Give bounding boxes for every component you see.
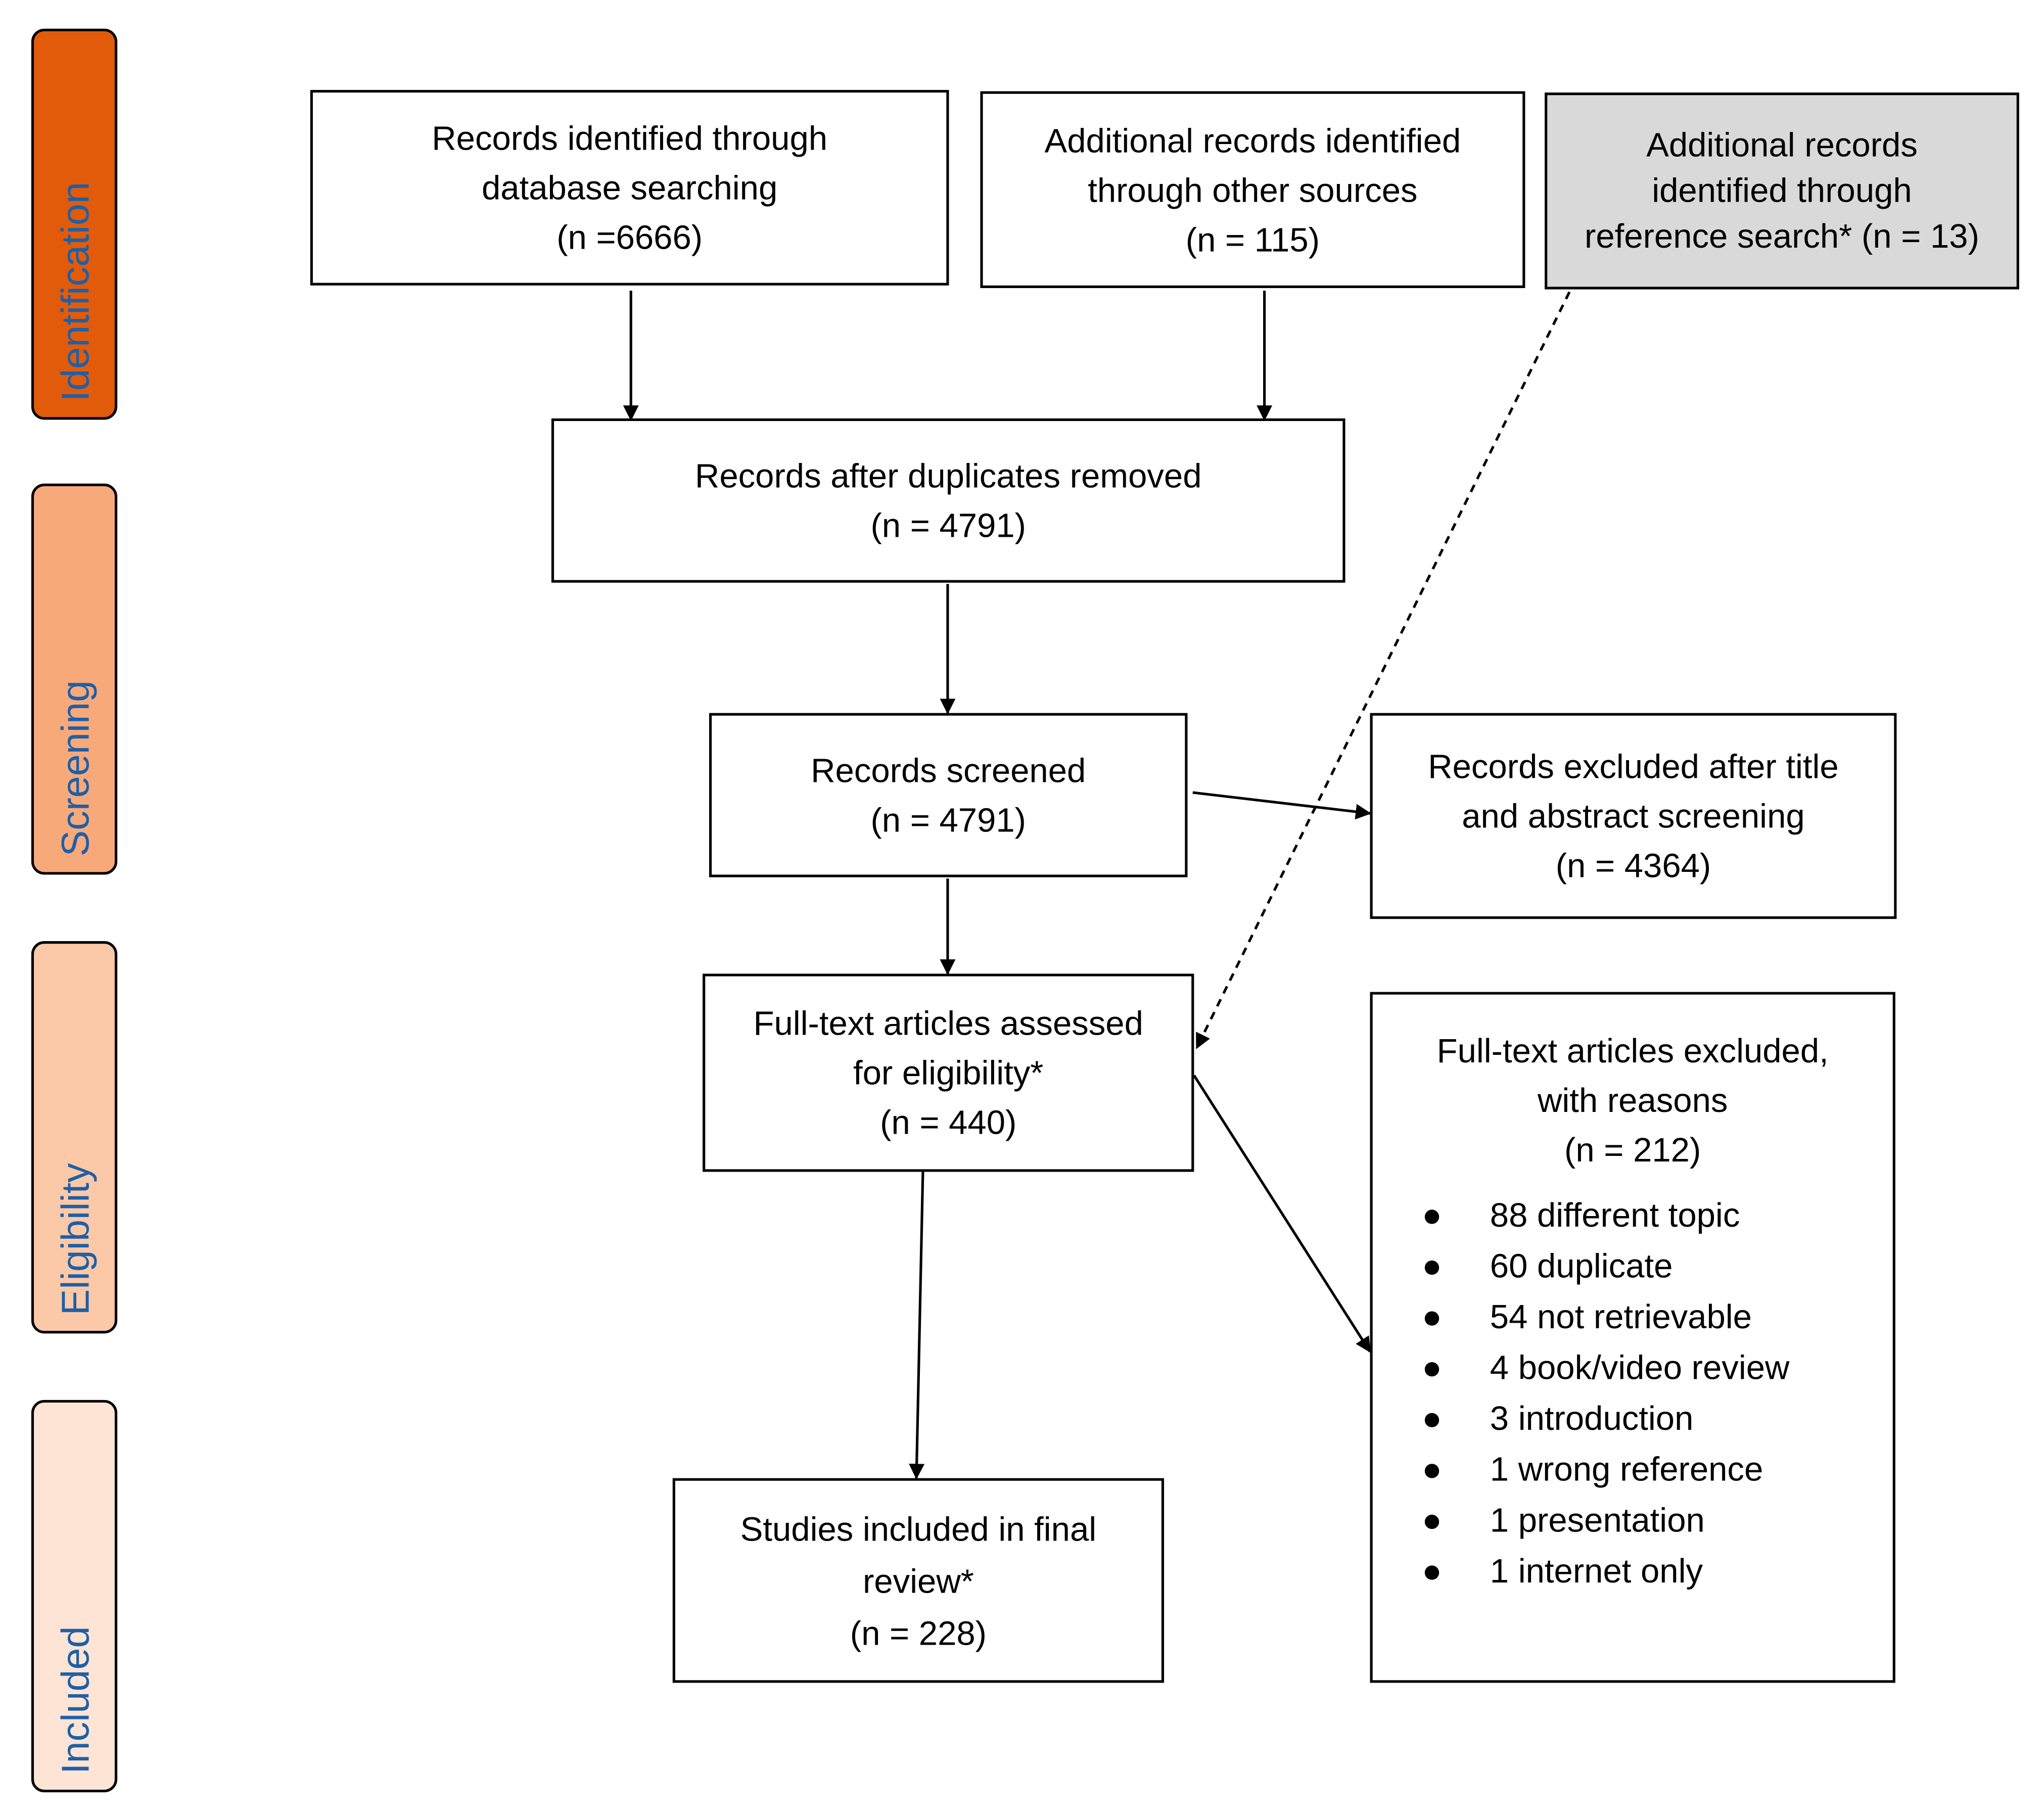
reason-text: 54 not retrievable	[1490, 1297, 1752, 1336]
list-item: 4 book/video review	[1373, 1342, 1893, 1393]
bullet-icon	[1424, 1362, 1439, 1377]
box-database-records: Records identified through database sear…	[310, 89, 949, 286]
box-reference-line2: identified through	[1652, 170, 1912, 210]
box-other-line1: Additional records identified	[1044, 120, 1461, 160]
box-studies-included: Studies included in final review* (n = 2…	[672, 1478, 1165, 1683]
box-duplicates-count: (n = 4791)	[870, 505, 1026, 545]
box-other-sources: Additional records identified through ot…	[980, 91, 1525, 288]
phase-bar-included: Included	[31, 1400, 118, 1793]
box-excluded-line2: and abstract screening	[1462, 796, 1805, 836]
list-item: 54 not retrievable	[1373, 1292, 1893, 1343]
box-database-line2: database searching	[481, 168, 778, 208]
bullet-icon	[1424, 1260, 1439, 1275]
reason-text: 4 book/video review	[1490, 1347, 1790, 1387]
list-item: 1 wrong reference	[1373, 1445, 1893, 1496]
box-included-count: (n = 228)	[850, 1613, 987, 1652]
phase-bar-eligibility: Eligibility	[31, 941, 118, 1334]
bullet-icon	[1424, 1565, 1439, 1580]
arrow-screened-to-excluded	[1192, 791, 1372, 820]
arrow-fulltext-to-excluded	[1193, 1075, 1371, 1353]
bullet-icon	[1424, 1311, 1439, 1326]
box-reference-search: Additional records identified through re…	[1545, 92, 2019, 290]
reason-text: 1 wrong reference	[1490, 1449, 1763, 1489]
box-included-line2: review*	[862, 1561, 974, 1600]
reason-text: 88 different topic	[1490, 1195, 1740, 1235]
bullet-icon	[1424, 1209, 1439, 1224]
arrow-reference-to-fulltext-dashed	[1195, 291, 1571, 1049]
box-fulltext-line1: Full-text articles assessed	[753, 1003, 1143, 1043]
list-item: 3 introduction	[1373, 1393, 1893, 1445]
reason-text: 60 duplicate	[1490, 1246, 1673, 1285]
box-screened-line1: Records screened	[811, 751, 1086, 790]
phase-bar-identification: Identification	[31, 28, 118, 420]
box-database-line1: Records identified through	[432, 118, 828, 158]
phase-bar-screening: Screening	[31, 483, 118, 875]
box-fulltext-assessed: Full-text articles assessed for eligibil…	[703, 973, 1194, 1172]
list-item: 1 presentation	[1373, 1495, 1893, 1546]
box-duplicates-line1: Records after duplicates removed	[694, 456, 1202, 496]
reason-text: 1 presentation	[1490, 1500, 1705, 1540]
reason-text: 3 introduction	[1490, 1399, 1694, 1438]
box-fulltext-count: (n = 440)	[880, 1102, 1017, 1142]
box-fulltext-line2: for eligibility*	[853, 1053, 1044, 1093]
box-excluded-count: (n = 4364)	[1555, 846, 1711, 886]
box-database-count: (n =6666)	[556, 217, 703, 257]
box-other-line2: through other sources	[1088, 170, 1418, 209]
list-item: 88 different topic	[1373, 1190, 1893, 1241]
box-records-screened: Records screened (n = 4791)	[709, 713, 1188, 877]
box-fulltext-excluded: Full-text articles excluded, with reason…	[1370, 992, 1895, 1683]
box-fulltext-excluded-line2: with reasons	[1537, 1080, 1728, 1120]
box-records-excluded: Records excluded after title and abstrac…	[1370, 713, 1897, 919]
box-included-line1: Studies included in final	[740, 1509, 1097, 1548]
box-fulltext-excluded-line1: Full-text articles excluded,	[1436, 1031, 1829, 1070]
reason-text: 1 internet only	[1490, 1551, 1703, 1591]
box-duplicates-removed: Records after duplicates removed (n = 47…	[551, 418, 1345, 583]
box-screened-count: (n = 4791)	[870, 800, 1026, 840]
arrow-fulltext-to-included	[909, 1172, 925, 1480]
box-reference-line1: Additional records	[1646, 125, 1918, 164]
box-fulltext-excluded-count: (n = 212)	[1564, 1130, 1701, 1170]
box-other-count: (n = 115)	[1185, 219, 1320, 259]
bullet-icon	[1424, 1514, 1439, 1529]
box-reference-line3: reference search* (n = 13)	[1585, 216, 1979, 256]
bullet-icon	[1424, 1413, 1439, 1428]
bullet-icon	[1424, 1464, 1439, 1478]
exclusion-reasons-list: 88 different topic 60 duplicate 54 not r…	[1373, 1190, 1893, 1597]
list-item: 1 internet only	[1373, 1546, 1893, 1597]
list-item: 60 duplicate	[1373, 1241, 1893, 1292]
box-excluded-line1: Records excluded after title	[1428, 747, 1839, 786]
